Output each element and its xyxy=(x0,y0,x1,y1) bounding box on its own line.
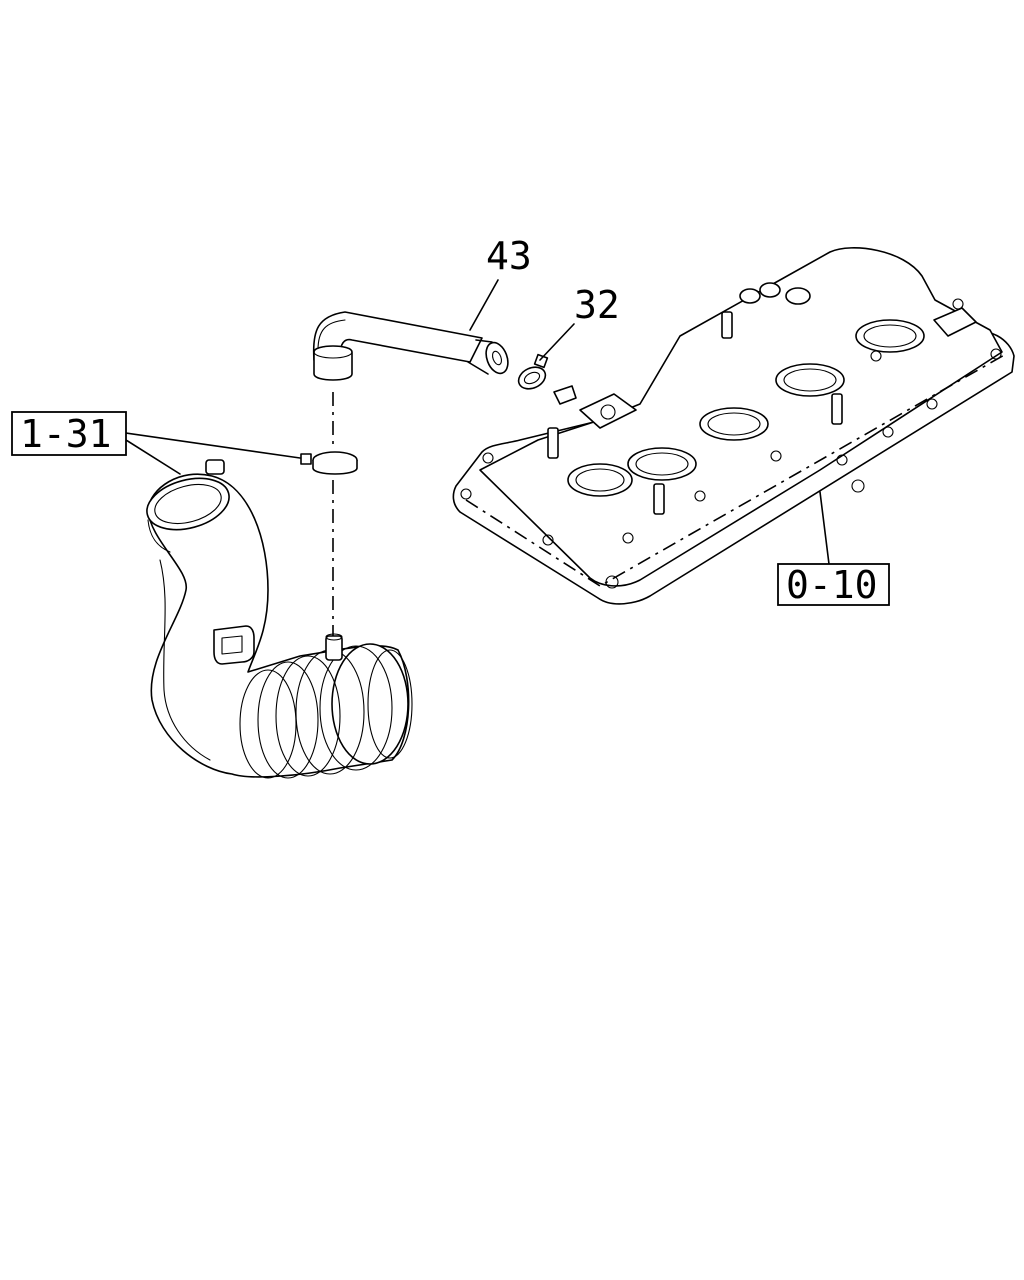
cylinder-head-cover xyxy=(452,247,1015,605)
duct-clamp xyxy=(300,451,358,475)
callout-43: 43 xyxy=(486,234,532,278)
callout-1-31-box xyxy=(11,411,127,456)
hose-clip xyxy=(517,353,549,390)
callout-0-10: 0-10 xyxy=(786,563,878,607)
leader-lines xyxy=(125,279,830,565)
callout-32: 32 xyxy=(574,283,620,327)
vent-hose xyxy=(312,311,509,381)
air-intake-duct xyxy=(146,459,413,779)
callout-1-31: 1-31 xyxy=(20,412,112,456)
callout-0-10-box xyxy=(777,563,890,606)
